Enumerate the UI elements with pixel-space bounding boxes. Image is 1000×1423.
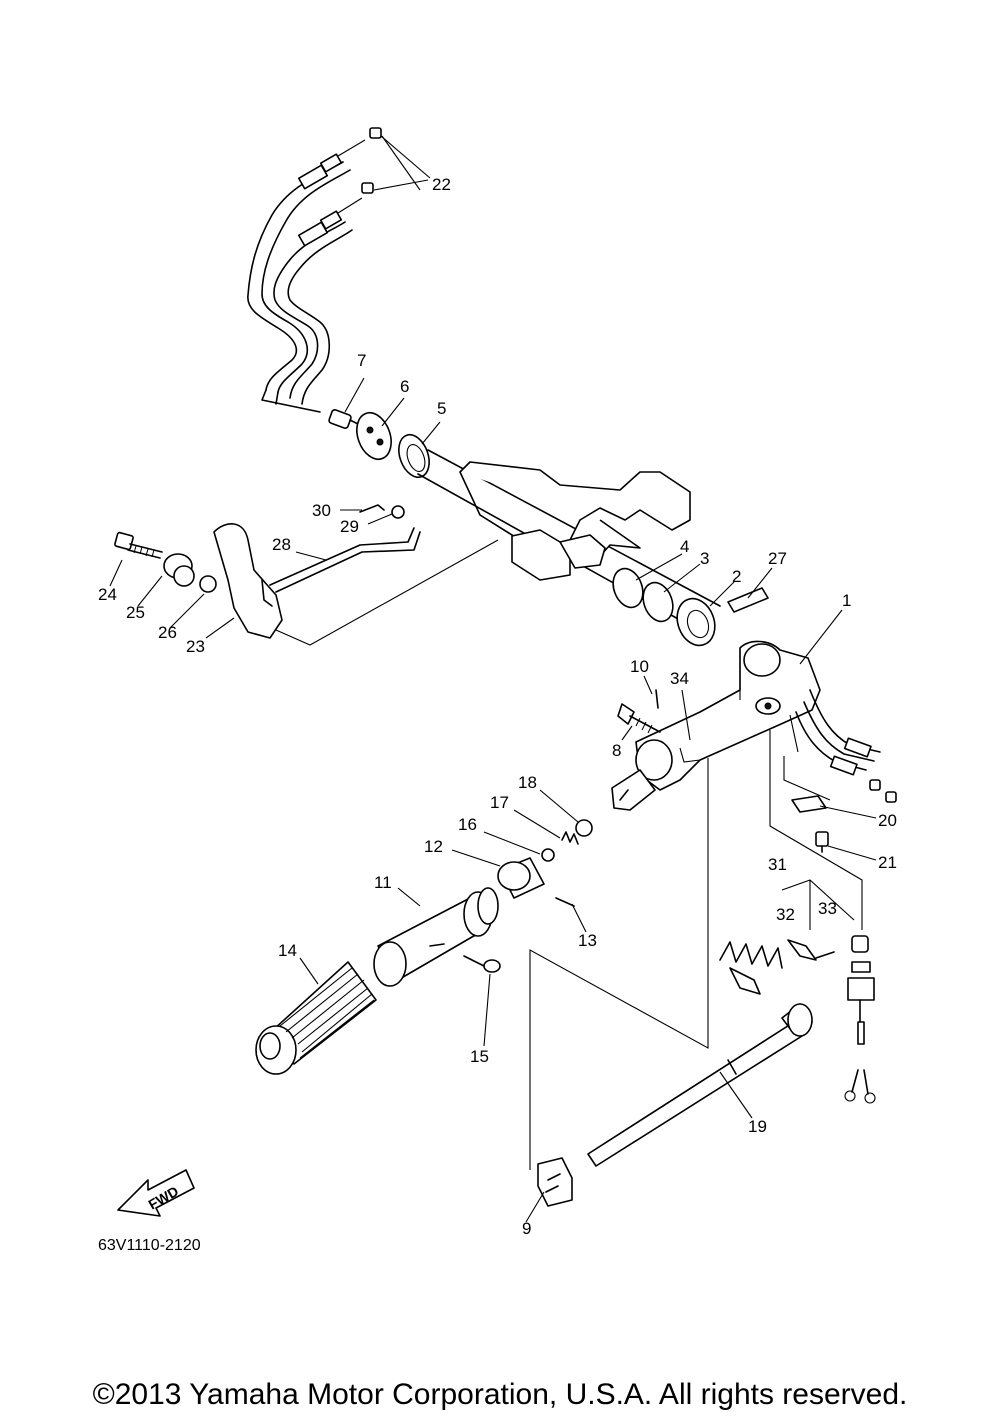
- part-24-bolt: [114, 531, 163, 559]
- part-label-29: 29: [340, 517, 359, 536]
- part-33-switch: [844, 935, 876, 1104]
- part-label-10: 10: [630, 657, 649, 676]
- part-23-lever: [213, 523, 283, 639]
- part-4-ring: [612, 567, 644, 609]
- fwd-arrow: FWD: [117, 1169, 195, 1217]
- part-label-19: 19: [748, 1117, 767, 1136]
- part-label-22: 22: [432, 175, 451, 194]
- part-13-pin: [555, 897, 575, 907]
- part-20-plate: [791, 795, 827, 813]
- part-label-1: 1: [842, 591, 851, 610]
- part-label-15: 15: [470, 1047, 489, 1066]
- part-label-13: 13: [578, 931, 597, 950]
- part-32-connector: [787, 939, 835, 961]
- part-2-ring: [676, 597, 716, 647]
- part-label-33: 33: [818, 899, 837, 918]
- part-label-2: 2: [732, 567, 741, 586]
- part-label-11: 11: [374, 873, 392, 892]
- part-25-collar: [163, 553, 195, 587]
- part-8-screw: [617, 703, 661, 734]
- part-label-21: 21: [878, 853, 897, 872]
- part-29-washer: [391, 505, 405, 519]
- detent-parts: [541, 819, 593, 862]
- part-30-clip: [359, 504, 385, 513]
- ring-stack: [612, 567, 769, 647]
- part-14-grip: [255, 961, 377, 1075]
- part-label-32: 32: [776, 905, 795, 924]
- part-26-washer: [199, 575, 217, 593]
- leader-lines: [109, 135, 877, 1223]
- part-label-18: 18: [518, 773, 537, 792]
- part-label-8: 8: [612, 741, 621, 760]
- part-19-shaft: [587, 1003, 813, 1167]
- part-label-7: 7: [357, 351, 366, 370]
- part-label-34: 34: [670, 669, 689, 688]
- part-label-30: 30: [312, 501, 331, 520]
- switch-parts: [719, 730, 876, 1104]
- part-17-spring: [561, 831, 579, 845]
- cable-cap-lower: [361, 182, 374, 194]
- part-label-23: 23: [186, 637, 205, 656]
- part-12-sleeve: [497, 857, 545, 899]
- part-label-14: 14: [278, 941, 297, 960]
- lever-assembly: [114, 504, 499, 646]
- part-21-screw: [815, 831, 829, 853]
- part-label-25: 25: [126, 603, 145, 622]
- grip-assembly: [255, 857, 575, 1075]
- part-label-27: 27: [768, 549, 787, 568]
- part-label-12: 12: [424, 837, 443, 856]
- part-label-6: 6: [400, 377, 409, 396]
- part-label-5: 5: [437, 399, 446, 418]
- part-18-nut: [575, 819, 593, 837]
- part-label-3: 3: [700, 549, 709, 568]
- part-5-ring: [398, 433, 430, 479]
- part-16-ball: [541, 848, 555, 862]
- part-label-26: 26: [158, 623, 177, 642]
- part-labels: 22 7 6 5 30 29 28 24 25 26 23 4 3 2 27 1…: [98, 175, 897, 1238]
- throttle-cables: [247, 127, 431, 413]
- part-label-31: 31: [768, 855, 787, 874]
- part-label-28: 28: [272, 535, 291, 554]
- part-27-plate: [727, 587, 769, 613]
- part-3-ring: [642, 581, 674, 623]
- part-label-20: 20: [878, 811, 897, 830]
- cable-end-lower: [297, 197, 363, 247]
- part-7-bolt: [328, 409, 352, 429]
- part-1-steering-bracket: [611, 640, 897, 811]
- part-11-shaft-tube: [373, 887, 499, 987]
- part-label-17: 17: [490, 793, 509, 812]
- part-label-9: 9: [522, 1219, 531, 1238]
- bracket-housing: [459, 461, 691, 581]
- part-9-clip-block: [537, 1157, 573, 1207]
- part-10-pin: [655, 689, 659, 709]
- copyright-notice: ©2013 Yamaha Motor Corporation, U.S.A. A…: [92, 1378, 908, 1411]
- part-label-4: 4: [680, 537, 689, 556]
- part-label-24: 24: [98, 585, 117, 604]
- spring-coil: [719, 941, 783, 969]
- part-label-16: 16: [458, 815, 477, 834]
- part-28-link-rod: [269, 527, 415, 586]
- part-6-plate: [356, 411, 392, 461]
- cable-cap-upper: [369, 127, 382, 139]
- guide-lines: [529, 648, 741, 1170]
- part-15-screw: [463, 955, 501, 973]
- cable-end-upper: [297, 139, 366, 190]
- diagram-code: 63V1110-2120: [98, 1237, 201, 1254]
